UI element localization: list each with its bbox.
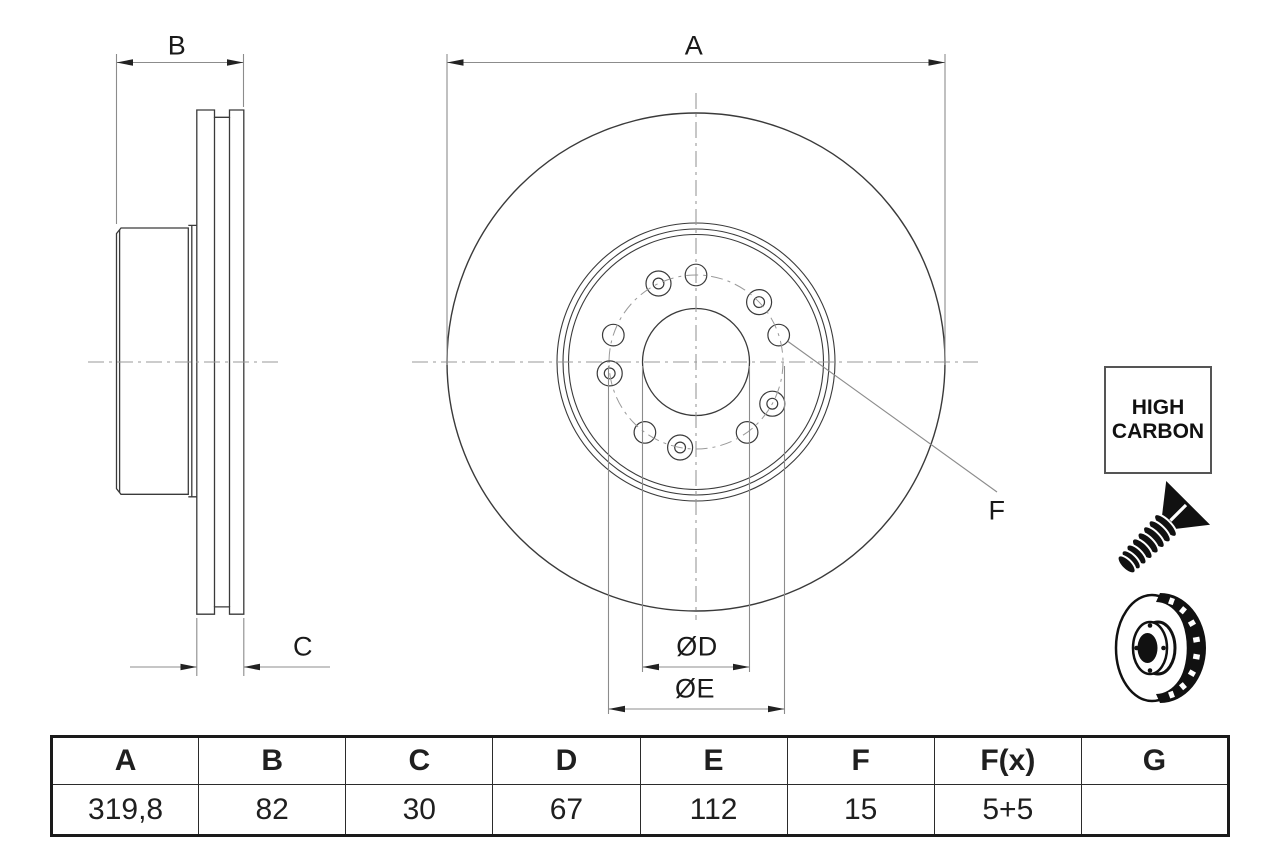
hat-outline [115, 227, 189, 495]
badge-line-2: CARBON [1111, 420, 1205, 443]
table-value-row: 319,8 82 30 67 112 15 5+5 [50, 784, 1230, 836]
flange-outline [188, 224, 197, 498]
table-header-fx: F(x) [933, 736, 1082, 785]
dimension-label-a: A [684, 30, 704, 61]
table-header-e: E [639, 736, 788, 785]
brake-disc-drawing [88, 54, 998, 714]
dimension-label-f: F [988, 495, 1006, 526]
dimension-table: A B C D E F F(x) G 319,8 82 30 67 112 15… [50, 735, 1230, 837]
dimension-b-arrows [116, 59, 244, 66]
table-header-d: D [492, 736, 641, 785]
dimension-f-leader-line [787, 341, 998, 493]
table-value-e: 112 [639, 784, 788, 836]
dimension-d [641, 366, 751, 672]
dimension-e-arrows [608, 705, 785, 713]
vented-brake-disc-icon [1114, 593, 1206, 703]
high-carbon-badge: HIGH CARBON [1104, 366, 1212, 474]
table-value-fx: 5+5 [933, 784, 1082, 836]
table-value-f: 15 [786, 784, 935, 836]
dimension-label-b: B [167, 30, 187, 61]
table-value-b: 82 [198, 784, 347, 836]
table-header-b: B [198, 736, 347, 785]
countersunk-screw-icon [1116, 480, 1211, 575]
table-value-c: 30 [345, 784, 494, 836]
table-value-d: 67 [492, 784, 641, 836]
dimension-b [115, 54, 245, 224]
dimension-label-e: ØE [674, 673, 716, 704]
vent-slots [1168, 597, 1201, 699]
table-header-row: A B C D E F F(x) G [50, 736, 1230, 785]
table-header-a: A [50, 736, 200, 785]
table-header-f: F [786, 736, 935, 785]
bolt-holes [601, 263, 791, 444]
dimension-e [607, 366, 786, 714]
table-value-g [1080, 784, 1230, 836]
table-header-c: C [345, 736, 494, 785]
hub-bolt-dots [1134, 623, 1166, 673]
table-value-a: 319,8 [50, 784, 200, 836]
dimension-a-arrows [447, 59, 945, 66]
dimension-d-arrows [642, 663, 750, 671]
table-header-g: G [1080, 736, 1230, 785]
dimension-c-arrows [180, 663, 260, 671]
badge-line-1: HIGH [1131, 396, 1185, 419]
dimension-a [446, 54, 946, 365]
side-view [115, 109, 245, 615]
dimension-label-d: ØD [676, 631, 718, 662]
dimension-label-c: C [293, 631, 313, 662]
